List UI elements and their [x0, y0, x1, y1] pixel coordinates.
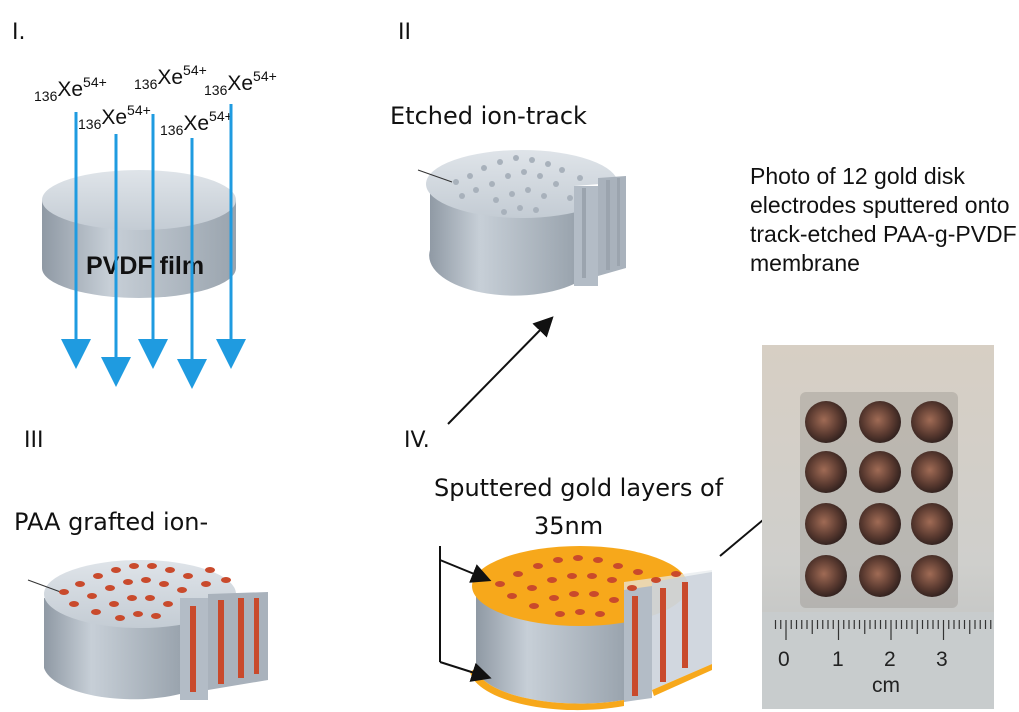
panel-label-3: III	[24, 428, 44, 453]
paa-pores	[59, 563, 231, 621]
gold-layer-pointer	[439, 546, 492, 682]
ion-label-3: 136Xe54+	[134, 62, 207, 92]
gold-caption-line2: 35nm	[534, 512, 604, 540]
arrow-iv-to-ii	[447, 316, 554, 425]
gold-disk	[470, 546, 712, 711]
ion-beams	[61, 104, 246, 389]
etched-caption: Etched ion-track	[390, 102, 587, 130]
ruler-label-1: 1	[832, 648, 844, 671]
ruler-label-3: 3	[936, 648, 948, 671]
gold-caption-line1: Sputtered gold layers of	[434, 474, 724, 502]
paa-caption: PAA grafted ion-	[14, 508, 209, 536]
electrode-grid	[805, 401, 953, 597]
panel-label-2: II	[398, 20, 411, 45]
ruler-ticks	[774, 620, 992, 640]
ruler-label-2: 2	[884, 648, 896, 671]
ion-label-1: 136Xe54+	[34, 74, 107, 104]
ruler-label-0: 0	[778, 648, 790, 671]
pvdf-film-disk	[42, 170, 236, 298]
panel-label-1: I.	[12, 20, 26, 45]
ruler-unit: cm	[872, 674, 900, 697]
ruler-labels: 0 1 2 3	[778, 648, 948, 671]
etched-pores	[453, 155, 583, 215]
panel-label-4: IV.	[404, 428, 430, 453]
ion-label-5: 136Xe54+	[204, 68, 277, 98]
photo-caption: Photo of 12 gold disk electrodes sputter…	[750, 163, 1017, 276]
ion-label-4: 136Xe54+	[160, 108, 233, 138]
gold-pores	[495, 555, 681, 617]
ion-label-2: 136Xe54+	[78, 102, 151, 132]
electrode-photo	[762, 345, 994, 709]
pvdf-film-label: PVDF film	[86, 252, 204, 280]
